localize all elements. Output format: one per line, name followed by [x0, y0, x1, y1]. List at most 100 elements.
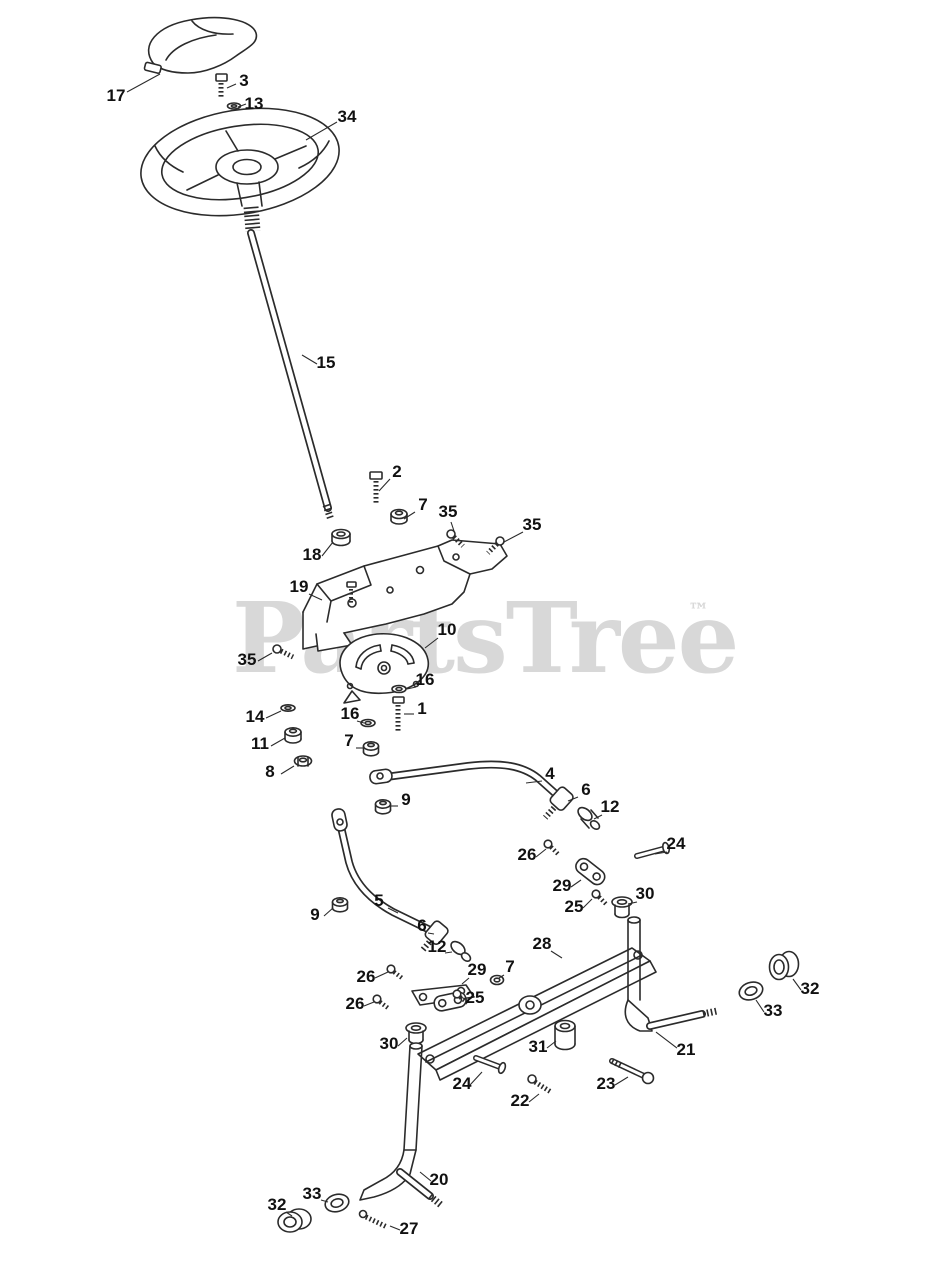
callout-lead-17	[126, 73, 161, 93]
washer-33-right	[738, 981, 764, 1001]
callout-13: 13	[245, 94, 264, 113]
flat-washer-16b	[360, 718, 376, 728]
parts-artwork	[140, 16, 800, 1233]
steering-link-a	[575, 857, 606, 886]
callout-33: 33	[303, 1184, 322, 1203]
callout-lead-35	[503, 531, 524, 543]
callout-16: 16	[341, 704, 360, 723]
callout-25: 25	[565, 897, 584, 916]
flat-washer-14	[280, 703, 296, 712]
carriage-bolt-b	[486, 536, 505, 555]
callout-4: 4	[545, 764, 555, 783]
callout-lead-32	[285, 1211, 293, 1217]
callout-7: 7	[344, 731, 353, 750]
callout-lead-25	[582, 898, 593, 909]
callout-29: 29	[468, 960, 487, 979]
callout-lead-31	[546, 1040, 557, 1049]
clevis-pin-b	[473, 1055, 507, 1075]
callout-10: 10	[438, 620, 457, 639]
hex-bolt-27	[358, 1209, 389, 1230]
callout-16: 16	[416, 670, 435, 689]
clevis-pin-a	[634, 841, 671, 859]
hex-bolt-26c	[372, 994, 390, 1010]
callout-lead-5	[387, 907, 399, 914]
callout-22: 22	[511, 1091, 530, 1110]
flange-lock-nut-11	[284, 726, 302, 744]
callout-lead-24	[469, 1071, 483, 1086]
callout-19: 19	[290, 577, 309, 596]
callout-26: 26	[357, 967, 376, 986]
callout-30: 30	[380, 1034, 399, 1053]
callout-lead-15	[301, 354, 318, 365]
callout-32: 32	[801, 979, 820, 998]
callout-9: 9	[401, 790, 410, 809]
callout-lead-6	[567, 796, 579, 802]
callout-6: 6	[417, 916, 426, 935]
callout-lead-26	[374, 971, 389, 979]
flange-bushing-b	[405, 1022, 427, 1045]
callout-lead-19	[308, 593, 323, 601]
flange-nut-9a	[374, 798, 392, 815]
callout-lead-21	[655, 1031, 678, 1049]
steering-sector-plate	[339, 633, 430, 704]
callout-lead-10	[424, 637, 439, 649]
callout-1: 1	[417, 699, 426, 718]
callout-8: 8	[265, 762, 274, 781]
flange-nut-7mid	[362, 740, 380, 757]
callout-lead-26	[363, 1001, 375, 1007]
callout-23: 23	[597, 1074, 616, 1093]
callout-lead-7	[498, 974, 505, 979]
callout-lead-28	[550, 950, 563, 959]
callout-35: 35	[523, 515, 542, 534]
callout-lead-9	[323, 907, 334, 917]
callout-lead-30	[397, 1037, 408, 1047]
callout-12: 12	[428, 937, 447, 956]
callout-lead-26	[535, 848, 547, 858]
callout-lead-35	[257, 652, 273, 662]
ball-stud-b	[450, 940, 472, 962]
callout-29: 29	[553, 876, 572, 895]
flange-nut-upper	[390, 508, 408, 525]
callout-lead-33	[755, 999, 765, 1013]
carriage-bolt-a	[446, 529, 465, 548]
callout-lead-12	[593, 814, 603, 820]
callout-25: 25	[466, 988, 485, 1007]
callout-15: 15	[317, 353, 336, 372]
callout-26: 26	[346, 994, 365, 1013]
callout-33: 33	[764, 1001, 783, 1020]
callout-35: 35	[439, 502, 458, 521]
ball-joint-b	[419, 920, 449, 954]
hex-bolt-22	[527, 1074, 553, 1095]
callout-34: 34	[338, 107, 357, 126]
callout-lead-30	[627, 901, 638, 905]
callout-lead-24	[654, 851, 668, 855]
callout-lead-25	[460, 996, 468, 1001]
flat-washer-16a	[391, 684, 407, 694]
carriage-bolt-c	[272, 644, 295, 660]
spindle-left	[359, 1042, 444, 1208]
callout-9: 9	[310, 905, 319, 924]
hex-bolt-26a	[543, 839, 560, 856]
callout-5: 5	[374, 891, 383, 910]
callout-14: 14	[246, 707, 265, 726]
callout-lead-35	[450, 521, 455, 532]
callout-lead-16	[406, 686, 417, 690]
callout-lead-29	[570, 879, 582, 888]
shoulder-bolt-1	[392, 696, 405, 731]
callout-lead-27	[389, 1225, 401, 1231]
flange-bushing-a	[611, 896, 633, 919]
callout-21: 21	[677, 1040, 696, 1059]
callout-17: 17	[107, 86, 126, 105]
hex-bolt-25a	[591, 889, 608, 906]
hex-bolt-23	[609, 1058, 655, 1085]
hex-nut-8	[293, 755, 313, 767]
callout-26: 26	[518, 845, 537, 864]
shaft-bushing	[331, 528, 351, 547]
cap-washer	[226, 102, 242, 110]
steering-shaft	[236, 181, 335, 522]
callout-12: 12	[601, 797, 620, 816]
callout-3: 3	[239, 71, 248, 90]
spindle-right	[624, 916, 718, 1032]
